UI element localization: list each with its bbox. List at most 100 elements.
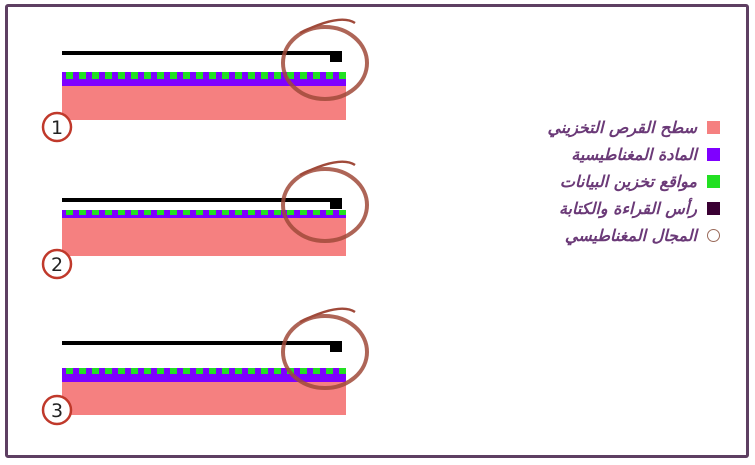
data-site xyxy=(209,368,216,374)
legend: سطح القرص التخزيني المادة المغناطيسية مو… xyxy=(460,114,720,249)
data-site xyxy=(209,210,216,215)
data-site xyxy=(287,72,294,79)
data-site xyxy=(183,210,190,215)
panel-number-badge xyxy=(41,111,73,143)
panel-number-label: 2 xyxy=(51,254,63,276)
data-site xyxy=(157,210,164,215)
data-site xyxy=(196,72,203,79)
data-site xyxy=(248,368,255,374)
data-site xyxy=(313,210,320,215)
data-site xyxy=(313,368,320,374)
data-site xyxy=(261,72,268,79)
legend-label: سطح القرص التخزيني xyxy=(547,118,697,137)
panel-number-badge xyxy=(41,394,73,426)
data-site xyxy=(66,368,73,374)
data-site xyxy=(131,72,138,79)
legend-swatch-data-sites xyxy=(707,175,720,188)
data-site xyxy=(118,368,125,374)
data-site xyxy=(313,72,320,79)
data-site xyxy=(222,368,229,374)
data-site xyxy=(261,368,268,374)
head-arm xyxy=(62,198,334,202)
read-write-head xyxy=(330,51,342,62)
legend-swatch-surface xyxy=(707,121,720,134)
data-site xyxy=(79,368,86,374)
magnetic-layer xyxy=(62,210,346,218)
data-site xyxy=(144,72,151,79)
data-site xyxy=(92,210,99,215)
magnetic-field-circle xyxy=(281,314,369,390)
data-site xyxy=(118,210,125,215)
data-site xyxy=(79,72,86,79)
read-write-head xyxy=(330,198,342,209)
data-site xyxy=(66,210,73,215)
legend-item-magnetic-field: المجال المغناطيسي xyxy=(460,222,720,249)
legend-swatch-magnetic-field xyxy=(707,229,720,242)
data-site xyxy=(170,210,177,215)
data-site xyxy=(144,210,151,215)
data-site xyxy=(300,210,307,215)
data-site xyxy=(235,368,242,374)
head-arm xyxy=(62,51,334,55)
data-site xyxy=(326,72,333,79)
magnetic-field-circle xyxy=(281,167,369,243)
data-site xyxy=(105,368,112,374)
magnetic-field-circle xyxy=(281,25,369,101)
legend-item-data-sites: مواقع تخزين البيانات xyxy=(460,168,720,195)
data-site xyxy=(157,368,164,374)
magnetic-field-swirl xyxy=(299,307,356,324)
data-site xyxy=(79,210,86,215)
data-site xyxy=(92,72,99,79)
data-site xyxy=(248,72,255,79)
data-site xyxy=(287,210,294,215)
panel-number-label: 1 xyxy=(51,117,63,139)
data-site xyxy=(300,72,307,79)
read-write-head xyxy=(330,341,342,352)
data-site xyxy=(274,368,281,374)
disk-surface xyxy=(62,86,346,120)
data-site xyxy=(157,72,164,79)
data-site xyxy=(274,72,281,79)
magnetic-field-swirl xyxy=(299,160,356,177)
data-site xyxy=(261,210,268,215)
legend-item-magnetic-material: المادة المغناطيسية xyxy=(460,141,720,168)
data-site xyxy=(222,72,229,79)
data-site xyxy=(222,210,229,215)
data-site xyxy=(326,210,333,215)
data-site xyxy=(339,210,346,215)
data-site xyxy=(144,368,151,374)
data-site xyxy=(183,368,190,374)
legend-label: مواقع تخزين البيانات xyxy=(559,172,697,191)
data-site xyxy=(235,210,242,215)
legend-label: المجال المغناطيسي xyxy=(564,226,697,245)
data-site xyxy=(105,210,112,215)
data-site xyxy=(339,368,346,374)
data-site xyxy=(196,368,203,374)
legend-swatch-magnetic-material xyxy=(707,148,720,161)
legend-label: رأس القراءة والكتابة xyxy=(558,199,697,218)
data-site xyxy=(66,72,73,79)
legend-item-surface: سطح القرص التخزيني xyxy=(460,114,720,141)
data-site xyxy=(196,210,203,215)
legend-item-read-write-head: رأس القراءة والكتابة xyxy=(460,195,720,222)
data-site xyxy=(92,368,99,374)
disk-surface xyxy=(62,218,346,256)
panel-number-badge xyxy=(41,248,73,280)
data-site xyxy=(339,72,346,79)
data-site xyxy=(118,72,125,79)
data-site xyxy=(131,368,138,374)
data-site xyxy=(105,72,112,79)
data-site xyxy=(248,210,255,215)
data-site xyxy=(131,210,138,215)
data-site xyxy=(209,72,216,79)
disk-surface xyxy=(62,382,346,415)
magnetic-field-swirl xyxy=(299,18,356,35)
data-site xyxy=(274,210,281,215)
legend-label: المادة المغناطيسية xyxy=(571,145,697,164)
head-arm xyxy=(62,341,334,345)
legend-swatch-read-write-head xyxy=(707,202,720,215)
data-site xyxy=(170,368,177,374)
data-site xyxy=(326,368,333,374)
data-site xyxy=(300,368,307,374)
